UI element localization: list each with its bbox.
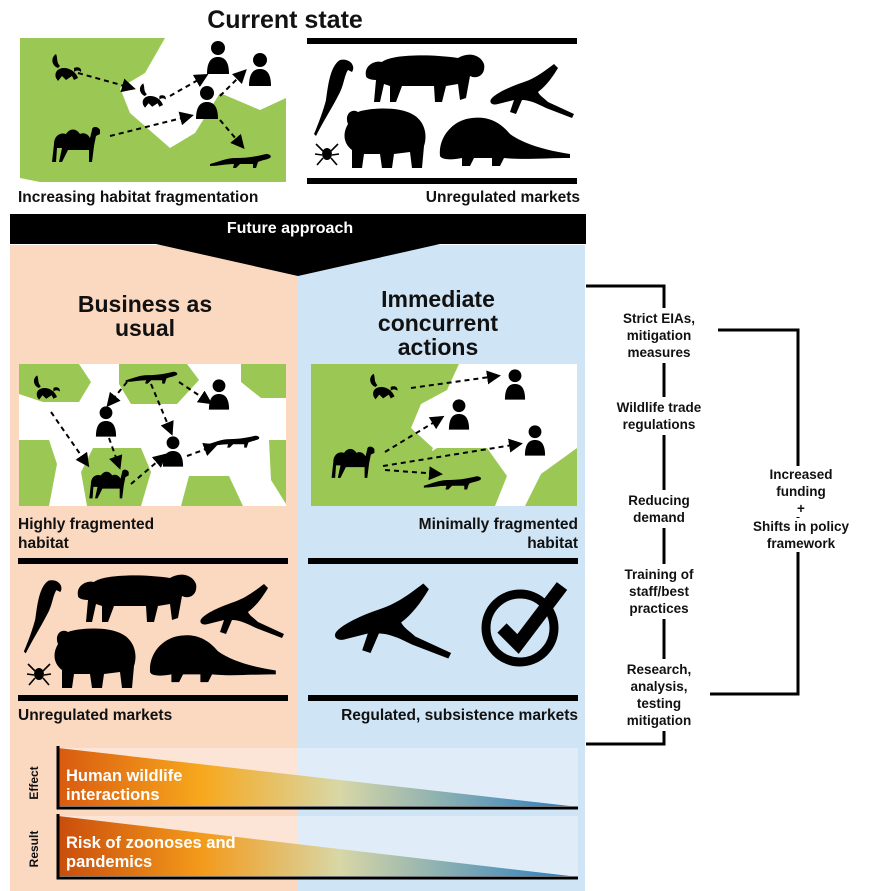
result-gradient-chart <box>56 814 578 880</box>
person-icon <box>504 369 526 400</box>
actions-heading: Immediate concurrent actions <box>377 286 499 360</box>
bear-icon <box>54 628 136 688</box>
result-axis-label: Result <box>27 830 41 868</box>
person-icon <box>208 379 230 410</box>
lemur-icon <box>33 375 60 400</box>
bear-icon <box>344 108 426 168</box>
parrot-icon <box>23 580 62 654</box>
result-text: Risk of zoonoses and pandemics <box>66 834 236 871</box>
current-state-title: Current state <box>207 6 363 34</box>
outcome-line1: Increased funding <box>752 466 850 500</box>
interaction-arrows <box>50 381 218 485</box>
interaction-arrows <box>77 69 247 150</box>
action-item: Research, analysis, testing mitigation <box>608 659 710 731</box>
bau-market-caption: Unregulated markets <box>18 707 173 724</box>
lemur-icon <box>139 83 166 108</box>
outcome-plus: + <box>752 500 850 517</box>
weasel-icon <box>207 435 260 448</box>
future-banner-shape <box>10 214 586 276</box>
person-icon <box>448 399 470 430</box>
divider-bar <box>308 695 578 701</box>
parrot-icon <box>314 59 354 136</box>
crocodile-icon <box>334 583 452 659</box>
current-market-caption: Unregulated markets <box>425 189 580 206</box>
lemur-icon <box>370 373 398 400</box>
person-icon <box>196 86 218 119</box>
divider-bar <box>307 178 577 184</box>
lemur-icon <box>52 54 82 81</box>
current-habitat-caption: Increasing habitat fragmentation <box>18 189 259 206</box>
pangolin-icon <box>149 635 276 683</box>
tiger-icon <box>77 574 197 622</box>
weasel-icon <box>210 154 271 168</box>
camel-icon <box>89 469 129 499</box>
actions-market-caption: Regulated, subsistence markets <box>341 707 578 724</box>
outcome-line2: Shifts in policy framework <box>742 518 860 552</box>
effect-gradient-chart <box>56 746 578 810</box>
checkmark-icon <box>481 582 568 667</box>
person-icon <box>162 436 184 467</box>
tiger-icon <box>365 54 485 102</box>
actions-habitat-caption: Minimally fragmented habitat <box>418 516 578 552</box>
spider-icon <box>314 143 340 166</box>
future-banner-title: Future approach <box>226 220 354 237</box>
weasel-icon <box>125 371 178 384</box>
action-item: Wildlife trade regulations <box>608 397 710 435</box>
spider-icon <box>26 663 52 686</box>
person-icon <box>95 406 117 437</box>
effect-axis-label: Effect <box>27 766 41 800</box>
action-item: Reducing demand <box>610 490 708 528</box>
interaction-arrows <box>382 370 523 481</box>
effect-text: Human wildlife interactions <box>66 767 183 804</box>
person-icon <box>249 53 271 86</box>
camel-icon <box>52 127 100 162</box>
crocodile-icon <box>490 64 574 118</box>
divider-bar <box>307 38 577 44</box>
action-item: Strict EIAs, mitigation measures <box>600 308 718 363</box>
action-item: Training of staff/best practices <box>610 564 708 619</box>
divider-bar <box>18 695 288 701</box>
camel-icon <box>331 446 375 478</box>
crocodile-icon <box>200 584 284 638</box>
person-icon <box>207 41 229 74</box>
divider-bar <box>18 558 288 564</box>
bau-habitat-caption: Highly fragmented habitat <box>18 516 155 552</box>
pangolin-icon <box>439 117 570 166</box>
weasel-icon <box>423 476 481 490</box>
divider-bar <box>308 558 578 564</box>
person-icon <box>524 425 546 456</box>
bau-heading: Business as usual <box>77 291 213 341</box>
